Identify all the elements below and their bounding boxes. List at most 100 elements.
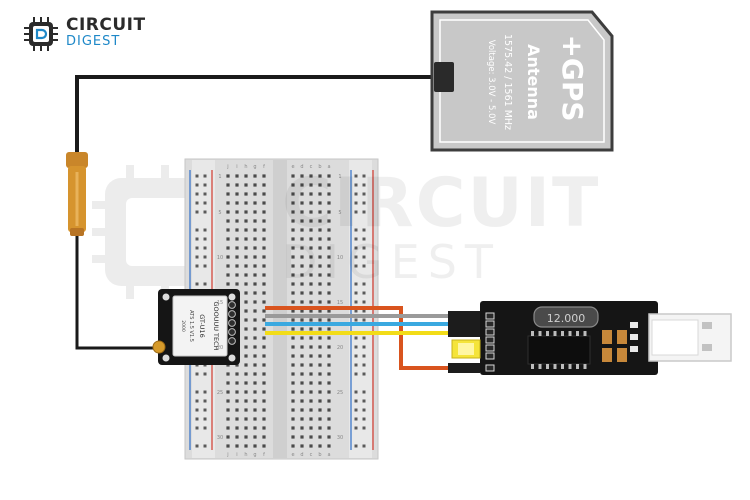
breadboard-hole: [309, 318, 313, 322]
breadboard-hole: [327, 318, 331, 322]
breadboard-hole: [309, 246, 313, 250]
ic-pin: [583, 331, 587, 336]
breadboard-hole: [300, 255, 304, 259]
breadboard-hole: [327, 435, 331, 439]
rail-hole: [195, 417, 199, 421]
breadboard-hole: [291, 354, 295, 358]
column-letter: a: [327, 164, 330, 170]
breadboard-hole: [291, 309, 295, 313]
breadboard-hole: [300, 399, 304, 403]
logo-text-circuit: CIRCUIT: [66, 15, 146, 35]
breadboard-hole: [244, 435, 248, 439]
ic-pin: [576, 364, 579, 369]
breadboard-hole: [253, 264, 257, 268]
breadboard-hole: [318, 219, 322, 223]
rail-hole: [354, 237, 358, 241]
breadboard-hole: [262, 255, 266, 259]
rail-hole: [354, 201, 358, 205]
rail-hole: [354, 264, 358, 268]
breadboard-hole: [262, 219, 266, 223]
breadboard-hole: [291, 291, 295, 295]
breadboard-hole: [262, 408, 266, 412]
rail-hole: [203, 255, 207, 259]
breadboard-hole: [327, 255, 331, 259]
rail-hole: [195, 237, 199, 241]
rail-hole: [362, 183, 366, 187]
breadboard-hole: [300, 237, 304, 241]
breadboard-hole: [235, 408, 239, 412]
breadboard-hole: [235, 273, 239, 277]
header-pin: [485, 352, 495, 360]
breadboard-hole: [262, 228, 266, 232]
breadboard-hole: [327, 300, 331, 304]
breadboard-hole: [300, 354, 304, 358]
breadboard-hole: [226, 219, 230, 223]
breadboard-hole: [253, 246, 257, 250]
rail-hole: [354, 444, 358, 448]
rail-hole: [354, 318, 358, 322]
rail-hole: [362, 255, 366, 259]
rail-hole: [362, 201, 366, 205]
breadboard-hole: [262, 210, 266, 214]
rail-hole: [354, 372, 358, 376]
breadboard-hole: [318, 318, 322, 322]
breadboard-hole: [262, 318, 266, 322]
ic-pin: [561, 364, 564, 369]
ic-pin: [553, 331, 557, 336]
antenna-connector: [434, 62, 454, 92]
breadboard-hole: [309, 336, 313, 340]
breadboard-hole: [235, 183, 239, 187]
rail-hole: [362, 354, 366, 358]
breadboard-hole: [327, 282, 331, 286]
rail-hole: [354, 390, 358, 394]
breadboard-hole: [262, 399, 266, 403]
rail-hole: [354, 282, 358, 286]
breadboard-hole: [309, 390, 313, 394]
breadboard-hole: [226, 390, 230, 394]
header-pin: [485, 312, 495, 320]
breadboard-hole: [291, 228, 295, 232]
ic-pin: [568, 331, 572, 336]
breadboard-hole: [327, 192, 331, 196]
breadboard-hole: [300, 435, 304, 439]
breadboard-hole: [226, 174, 230, 178]
ic-pin: [561, 331, 564, 336]
row-number: 10: [337, 255, 343, 261]
breadboard-hole: [300, 174, 304, 178]
breadboard-hole: [327, 345, 331, 349]
breadboard-hole: [291, 345, 295, 349]
breadboard-hole: [253, 408, 257, 412]
header-pin: [485, 320, 495, 328]
rail-hole: [203, 201, 207, 205]
breadboard-hole: [253, 210, 257, 214]
rail-hole: [195, 255, 199, 259]
rail-hole: [203, 237, 207, 241]
rail-hole: [354, 363, 358, 367]
rail-hole: [354, 246, 358, 250]
breadboard-hole: [309, 426, 313, 430]
breadboard-hole: [235, 282, 239, 286]
rail-hole: [362, 237, 366, 241]
rail-hole: [203, 228, 207, 232]
breadboard-hole: [262, 363, 266, 367]
gps-module-brand: GOOUUU TECH: [212, 301, 220, 350]
breadboard-hole: [318, 345, 322, 349]
breadboard-hole: [291, 408, 295, 412]
breadboard-hole: [244, 228, 248, 232]
rail-hole: [362, 426, 366, 430]
breadboard-hole: [309, 291, 313, 295]
breadboard-hole: [253, 417, 257, 421]
breadboard-hole: [309, 192, 313, 196]
gps-module: [152, 289, 240, 365]
column-letter: f: [263, 164, 265, 170]
breadboard-hole: [318, 372, 322, 376]
breadboard-hole: [253, 336, 257, 340]
breadboard-hole: [253, 174, 257, 178]
rail-hole: [354, 309, 358, 313]
breadboard-hole: [327, 228, 331, 232]
antenna-voltage: Voltage: 3.0V - 5.0V: [486, 40, 496, 125]
breadboard-hole: [309, 408, 313, 412]
circuit-digest-logo: CIRCUIT DIGEST: [22, 16, 172, 52]
breadboard-hole: [244, 219, 248, 223]
breadboard-hole: [300, 300, 304, 304]
